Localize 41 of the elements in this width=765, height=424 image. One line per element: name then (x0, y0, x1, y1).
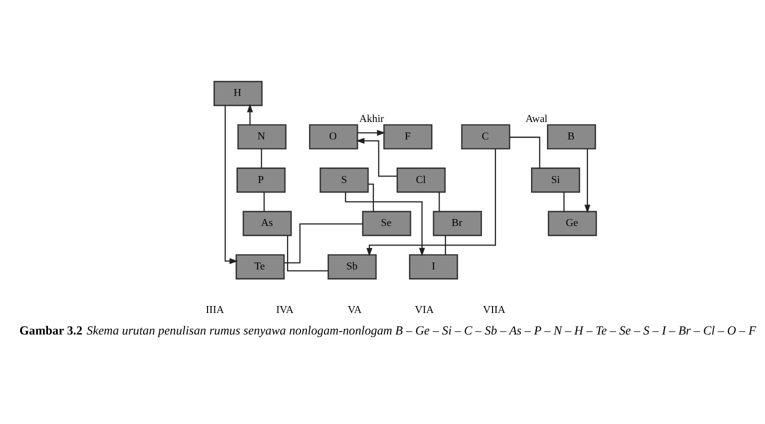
node-box: Sb (328, 254, 377, 280)
node-label: Akhir (359, 114, 384, 125)
label: IVA (276, 304, 294, 316)
node-box: S (320, 168, 369, 193)
node-box: O (309, 124, 358, 150)
node-box: Ge (548, 210, 597, 236)
arrow (356, 138, 398, 177)
arrow (247, 104, 253, 125)
connector (284, 223, 363, 264)
label: VIIA (483, 304, 506, 316)
node-box: F (383, 124, 432, 150)
label: VIA (414, 304, 434, 316)
connector (260, 148, 262, 168)
arrow (344, 192, 425, 256)
node-label: Awal (526, 114, 548, 125)
arrow (366, 148, 496, 256)
caption: Gambar 3.2 Skema urutan penulisan rumus senyawa nonlogam-nonlogam B – Ge – Si – C – Sb – As – P – N – H – Te – Se – S – I – Br – Cl – O – F (19, 324, 756, 338)
node-box: I (408, 254, 458, 280)
node-box: C (461, 124, 510, 150)
label: VA (348, 304, 362, 316)
connector (444, 236, 446, 255)
connector (264, 192, 265, 212)
connector (438, 192, 440, 212)
node-box: Cl (396, 168, 446, 193)
node-box: H (214, 80, 263, 106)
label: IIIA (206, 304, 224, 316)
arrow (224, 106, 238, 264)
arrow (357, 130, 386, 136)
node-box: B (546, 124, 596, 150)
connector (510, 136, 540, 168)
node-box: Br (432, 210, 482, 236)
arrow (584, 148, 590, 214)
connector (368, 184, 374, 212)
node-box: P (236, 168, 286, 193)
node-box: N (237, 124, 286, 150)
connector (563, 192, 565, 212)
node-box: Te (236, 254, 285, 280)
node-box: As (242, 210, 292, 236)
node-box: Se (362, 210, 412, 236)
node-box: Si (531, 168, 580, 193)
connector (287, 235, 328, 272)
